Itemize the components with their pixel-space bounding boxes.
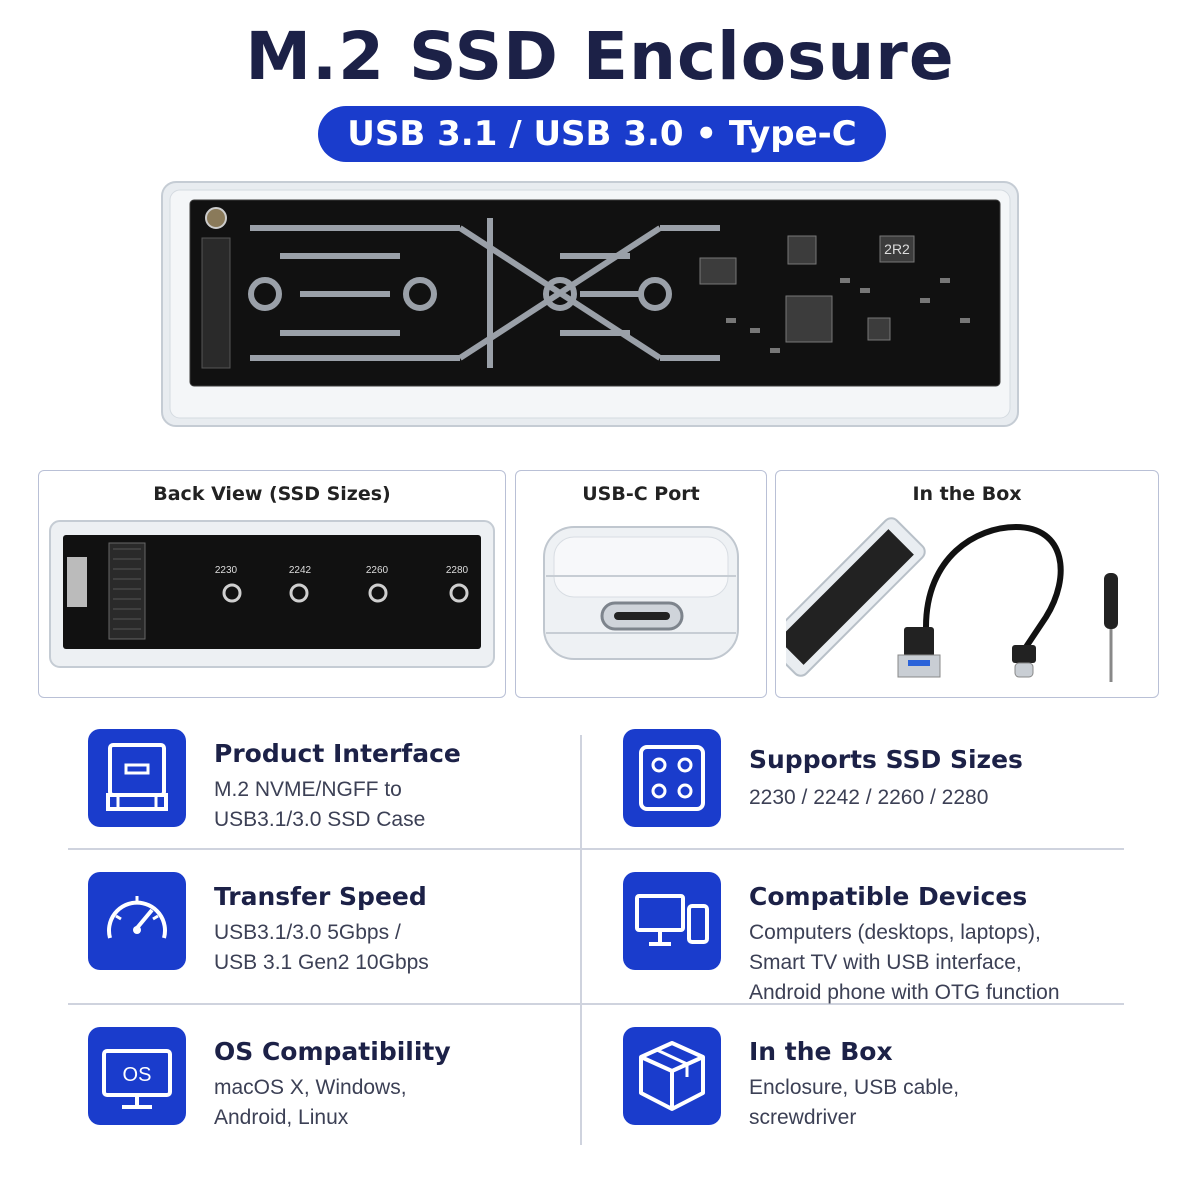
- size-label-2242: 2242: [289, 565, 312, 576]
- feature-title: Transfer Speed: [214, 882, 427, 911]
- column-divider: [580, 735, 582, 1145]
- interface-icon: [88, 729, 186, 827]
- size-label-2260: 2260: [366, 565, 389, 576]
- enclosure-hero-image: 2R2: [161, 181, 1019, 427]
- chip-label: 2R2: [884, 241, 910, 257]
- feature-title: OS Compatibility: [214, 1037, 451, 1066]
- panel-title-back-view: Back View (SSD Sizes): [153, 483, 391, 505]
- feature-title: Compatible Devices: [749, 882, 1028, 911]
- subtitle-badge: USB 3.1 / USB 3.0 • Type-C: [318, 106, 886, 162]
- feature-desc-line: USB3.1/3.0 5Gbps /: [214, 921, 401, 944]
- panel-title-usb-c: USB-C Port: [582, 483, 700, 505]
- feature-product-interface: Product Interface M.2 NVME/NGFF to USB3.…: [68, 725, 568, 835]
- feature-desc-line: Android, Linux: [214, 1106, 349, 1129]
- page-title: M.2 SSD Enclosure: [245, 18, 955, 95]
- box-icon: [623, 1027, 721, 1125]
- feature-os-compatibility: OS OS Compatibility macOS X, Windows, An…: [68, 1023, 568, 1133]
- back-view-image: 2230 2242 2260 2280: [49, 520, 495, 668]
- feature-title: Product Interface: [214, 739, 461, 768]
- feature-desc-line: Smart TV with USB interface,: [749, 951, 1022, 974]
- feature-transfer-speed: Transfer Speed USB3.1/3.0 5Gbps / USB 3.…: [68, 868, 568, 978]
- row-divider: [68, 1003, 1124, 1005]
- in-the-box-panel: In the Box: [775, 470, 1159, 698]
- in-the-box-image: [786, 517, 1118, 682]
- feature-desc-line: Android phone with OTG function: [749, 981, 1060, 1004]
- feature-title: Supports SSD Sizes: [749, 745, 1023, 774]
- feature-desc-line: macOS X, Windows,: [214, 1076, 407, 1099]
- feature-compatible-devices: Compatible Devices Computers (desktops, …: [603, 868, 1103, 1004]
- feature-desc-line: USB 3.1 Gen2 10Gbps: [214, 951, 429, 974]
- feature-ssd-sizes: Supports SSD Sizes 2230 / 2242 / 2260 / …: [603, 725, 1103, 835]
- ssd-sizes-icon: [623, 729, 721, 827]
- row-divider: [68, 848, 1124, 850]
- back-view-panel: Back View (SSD Sizes) 2230 2242 2260 228…: [38, 470, 506, 698]
- usb-c-port-image: [543, 526, 739, 660]
- features-section: Product Interface M.2 NVME/NGFF to USB3.…: [68, 720, 1124, 1150]
- feature-desc-line: M.2 NVME/NGFF to: [214, 778, 402, 801]
- size-label-2280: 2280: [446, 565, 469, 576]
- feature-desc-line: screwdriver: [749, 1106, 857, 1129]
- feature-in-the-box: In the Box Enclosure, USB cable, screwdr…: [603, 1023, 1103, 1133]
- usb-c-port-panel: USB-C Port: [515, 470, 767, 698]
- feature-desc-line: Enclosure, USB cable,: [749, 1076, 960, 1099]
- size-label-2230: 2230: [215, 565, 238, 576]
- feature-desc-line: USB3.1/3.0 SSD Case: [214, 808, 426, 831]
- feature-desc-line: Computers (desktops, laptops),: [749, 921, 1041, 944]
- os-icon-label: OS: [123, 1064, 152, 1086]
- speedometer-icon: [88, 872, 186, 970]
- feature-title: In the Box: [749, 1037, 893, 1066]
- panel-title-in-the-box: In the Box: [912, 483, 1022, 505]
- feature-desc-line: 2230 / 2242 / 2260 / 2280: [749, 786, 989, 809]
- os-monitor-icon: OS: [88, 1027, 186, 1125]
- devices-icon: [623, 872, 721, 970]
